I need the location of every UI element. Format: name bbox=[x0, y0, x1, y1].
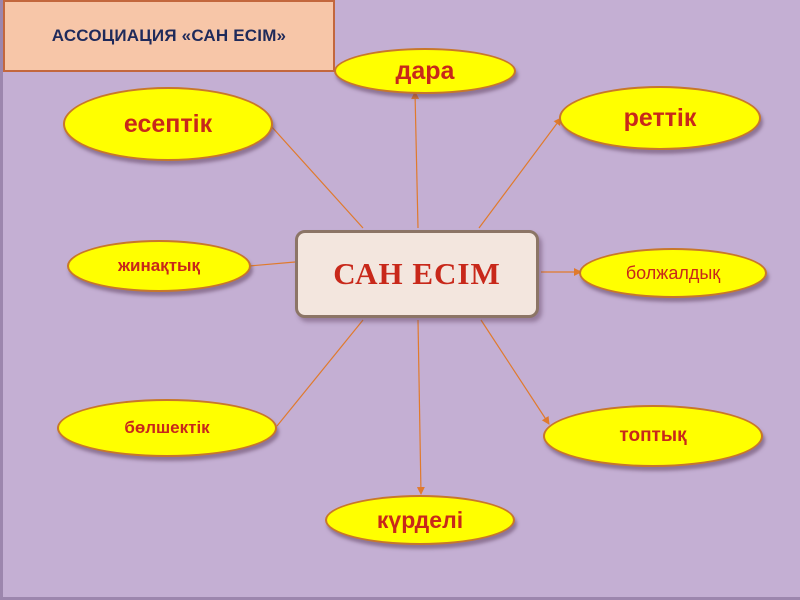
connector-lines bbox=[248, 91, 582, 495]
node-dara: дара bbox=[334, 48, 516, 94]
node-zhinaktyk: жинақтық bbox=[67, 240, 251, 292]
node-label: бөлшектік bbox=[124, 418, 210, 437]
node-bolshektik: бөлшектік bbox=[57, 399, 277, 457]
node-label: жинақтық bbox=[117, 256, 201, 275]
title-box: АССОЦИАЦИЯ «САН ЕСІМ» bbox=[3, 0, 335, 72]
node-label: реттік bbox=[623, 103, 697, 132]
connector-dara bbox=[411, 91, 420, 229]
node-toptyk: топтық bbox=[543, 405, 763, 467]
slide-title: АССОЦИАЦИЯ «САН ЕСІМ» bbox=[51, 26, 287, 45]
node-label: күрделі bbox=[376, 506, 464, 533]
center-concept-label: САН ЕСІМ bbox=[333, 256, 501, 291]
node-esepti: есептік bbox=[63, 87, 273, 161]
node-label: есептік bbox=[123, 109, 213, 138]
connector-esepti bbox=[270, 125, 364, 229]
node-rettik: реттік bbox=[559, 86, 761, 150]
connector-bolshektik bbox=[276, 319, 364, 427]
node-kurdeli: күрделі bbox=[325, 495, 515, 545]
connector-kurdeli bbox=[416, 319, 425, 495]
node-label: дара bbox=[395, 56, 455, 85]
connector-rettik bbox=[478, 117, 562, 229]
connector-zhinaktyk bbox=[248, 261, 296, 267]
node-bolzhaldyk: болжалдық bbox=[579, 248, 767, 298]
center-concept-box: САН ЕСІМ bbox=[295, 230, 539, 318]
node-label: топтық bbox=[619, 425, 687, 446]
connector-toptyk bbox=[480, 319, 550, 425]
node-label: болжалдық bbox=[625, 262, 721, 283]
